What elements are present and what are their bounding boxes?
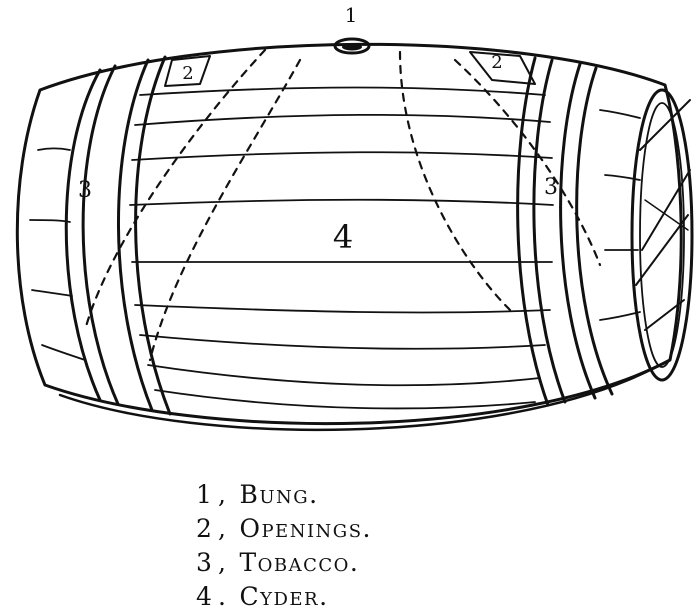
barrel-shadow — [58, 368, 652, 432]
compartment-dashed-lines — [83, 48, 602, 362]
label-tobacco-left: 3 — [78, 178, 92, 203]
legend-item-bung: 1, Bung. — [196, 478, 372, 512]
opening-right-outline — [469, 51, 536, 85]
barrel-hoops — [64, 55, 614, 416]
legend-item-openings: 2, Openings. — [196, 512, 372, 546]
legend-text: Cyder. — [239, 582, 329, 611]
legend-separator: . — [218, 582, 228, 611]
legend-number: 4 — [196, 582, 214, 611]
label-tobacco-right: 3 — [544, 175, 558, 200]
legend-number: 2 — [196, 514, 214, 543]
label-bung: 1 — [345, 3, 358, 27]
legend-separator: , — [218, 548, 228, 577]
opening-left-outline — [164, 55, 211, 87]
legend: 1, Bung. 2, Openings. 3, Tobacco. 4. Cyder. — [196, 478, 372, 614]
legend-item-cyder: 4. Cyder. — [196, 580, 372, 614]
barrel-staves — [29, 86, 641, 410]
legend-number: 1 — [196, 480, 214, 509]
legend-text: Tobacco. — [239, 548, 360, 577]
barrel-head — [630, 88, 694, 382]
bung-hole — [333, 37, 371, 55]
legend-separator: , — [218, 514, 228, 543]
legend-text: Openings. — [239, 514, 372, 543]
legend-text: Bung. — [239, 480, 319, 509]
legend-number: 3 — [196, 548, 214, 577]
label-cyder: 4 — [333, 218, 353, 256]
label-openings-right: 2 — [491, 52, 502, 73]
barrel-diagram: 1 2 2 3 3 4 — [15, 3, 694, 432]
legend-item-tobacco: 3, Tobacco. — [196, 546, 372, 580]
label-openings-left: 2 — [182, 63, 193, 84]
legend-separator: , — [218, 480, 228, 509]
